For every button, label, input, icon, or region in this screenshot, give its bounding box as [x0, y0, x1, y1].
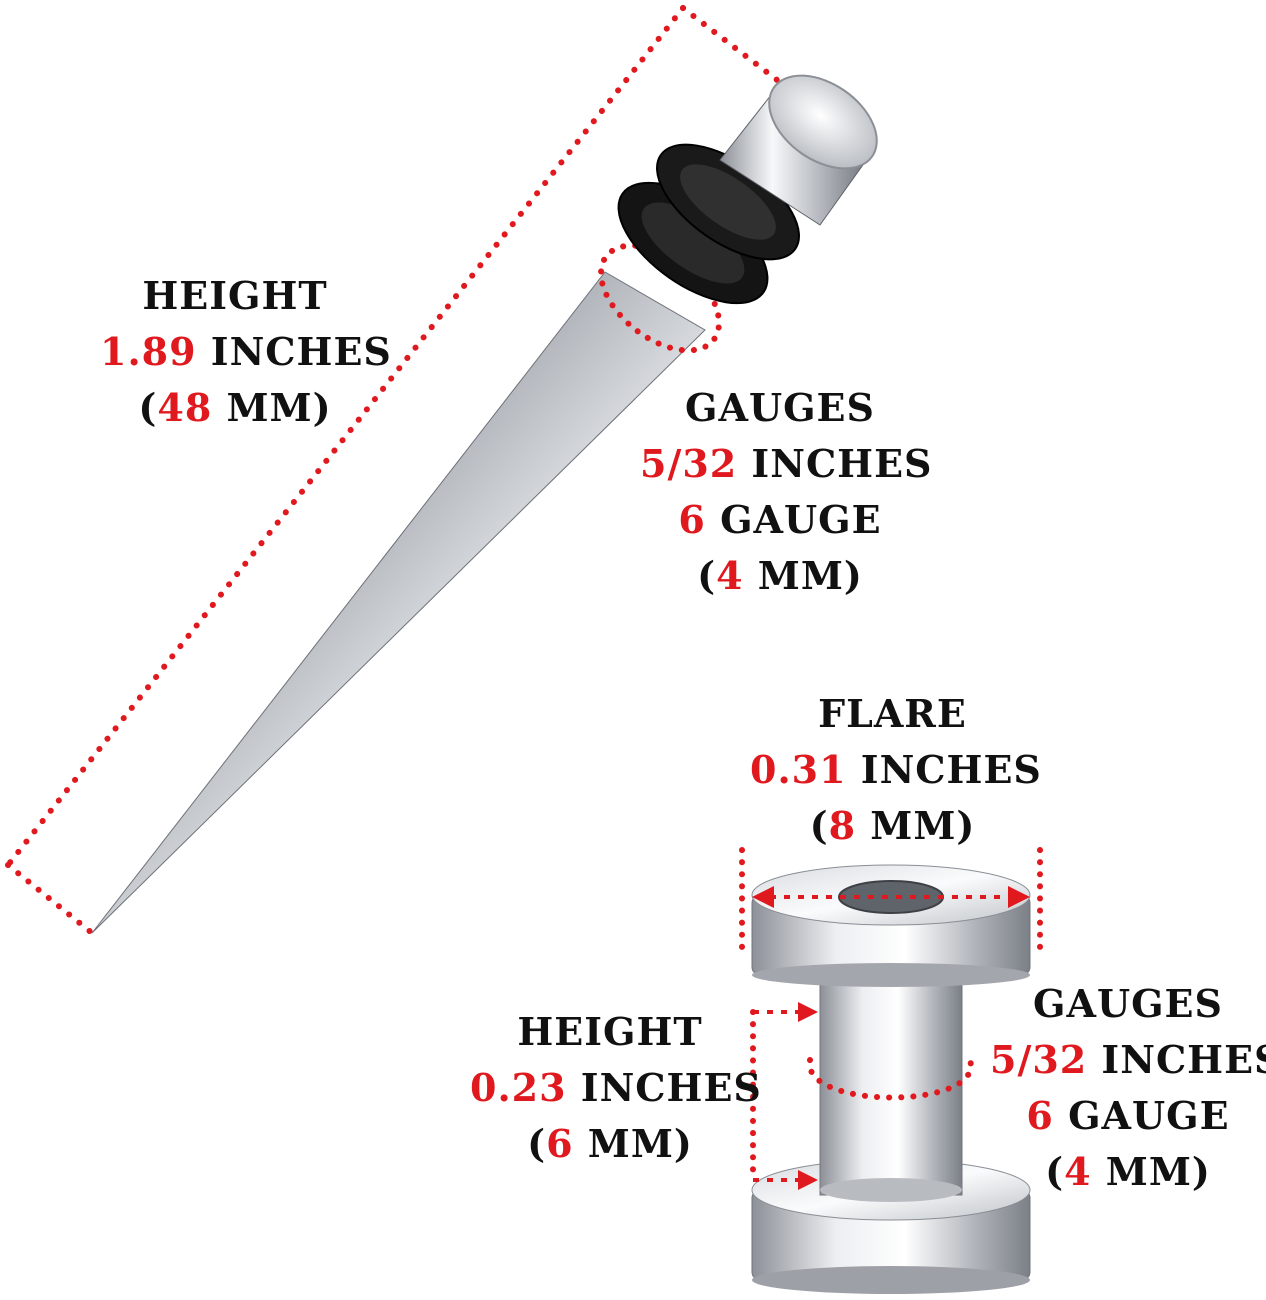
tunnel-height-mm-open: ( [527, 1121, 547, 1166]
taper-gauges-mm-open: ( [697, 553, 717, 598]
tunnel-plug [751, 864, 1031, 1294]
tunnel-height-label: HEIGHT 0.23 INCHES (6 MM) [470, 1004, 761, 1172]
taper-gauges-mm-unit: MM) [743, 553, 863, 598]
tunnel-flare-title: FLARE [818, 691, 967, 736]
tunnel-flare-mm-value: 8 [828, 803, 857, 848]
taper-gauges-gauge-unit: GAUGE [705, 497, 882, 542]
tunnel-flare-mm-open: ( [809, 803, 829, 848]
taper-gauges-inch-unit: INCHES [737, 441, 933, 486]
tunnel-gauges-inch-unit: INCHES [1087, 1037, 1266, 1082]
tunnel-gauges-inch-value: 5/32 [990, 1037, 1088, 1082]
taper-height-title: HEIGHT [142, 273, 328, 318]
tunnel-height-title: HEIGHT [517, 1009, 703, 1054]
taper-height-mm-unit: MM) [212, 385, 332, 430]
tunnel-gauges-mm-value: 4 [1064, 1149, 1092, 1194]
cap-face [768, 74, 878, 170]
tunnel-height-mm-unit: MM) [573, 1121, 693, 1166]
taper-gauges-label: GAUGES 5/32 INCHES 6 GAUGE (4 MM) [640, 380, 931, 604]
taper-height-mm-value: 48 [157, 385, 213, 430]
tunnel-gauges-mm-open: ( [1045, 1149, 1065, 1194]
tunnel-dimension-marks [739, 847, 1043, 1183]
tunnel-gauges-gauge-value: 6 [1026, 1093, 1054, 1138]
tunnel-gauges-label: GAUGES 5/32 INCHES 6 GAUGE (4 MM) [990, 976, 1266, 1200]
tunnel-height-inch-value: 0.23 [470, 1065, 567, 1110]
tunnel-flare-mm-unit: MM) [856, 803, 976, 848]
tunnel-height-mm-value: 6 [546, 1121, 574, 1166]
taper-height-inch-unit: INCHES [196, 329, 392, 374]
taper-gauges-mm-value: 4 [716, 553, 744, 598]
tunnel-flare-inch-unit: INCHES [846, 747, 1042, 792]
taper-height-inch-value: 1.89 [100, 329, 197, 374]
tunnel-gauges-title: GAUGES [1033, 981, 1223, 1026]
taper-gauges-inch-value: 5/32 [640, 441, 738, 486]
tunnel-gauges-gauge-unit: GAUGE [1053, 1093, 1230, 1138]
tunnel-arrows [752, 886, 1030, 1190]
tunnel-flare-inch-value: 0.31 [750, 747, 847, 792]
tunnel-gauges-mm-unit: MM) [1091, 1149, 1211, 1194]
taper-gauges-title: GAUGES [685, 385, 875, 430]
taper-gauges-gauge-value: 6 [678, 497, 706, 542]
tunnel-flare-label: FLARE 0.31 INCHES (8 MM) [750, 686, 1041, 854]
taper-height-mm-open: ( [138, 385, 158, 430]
taper-height-label: HEIGHT 1.89 INCHES (48 MM) [100, 268, 391, 436]
taper-spike [91, 74, 878, 934]
tunnel-height-inch-unit: INCHES [566, 1065, 762, 1110]
